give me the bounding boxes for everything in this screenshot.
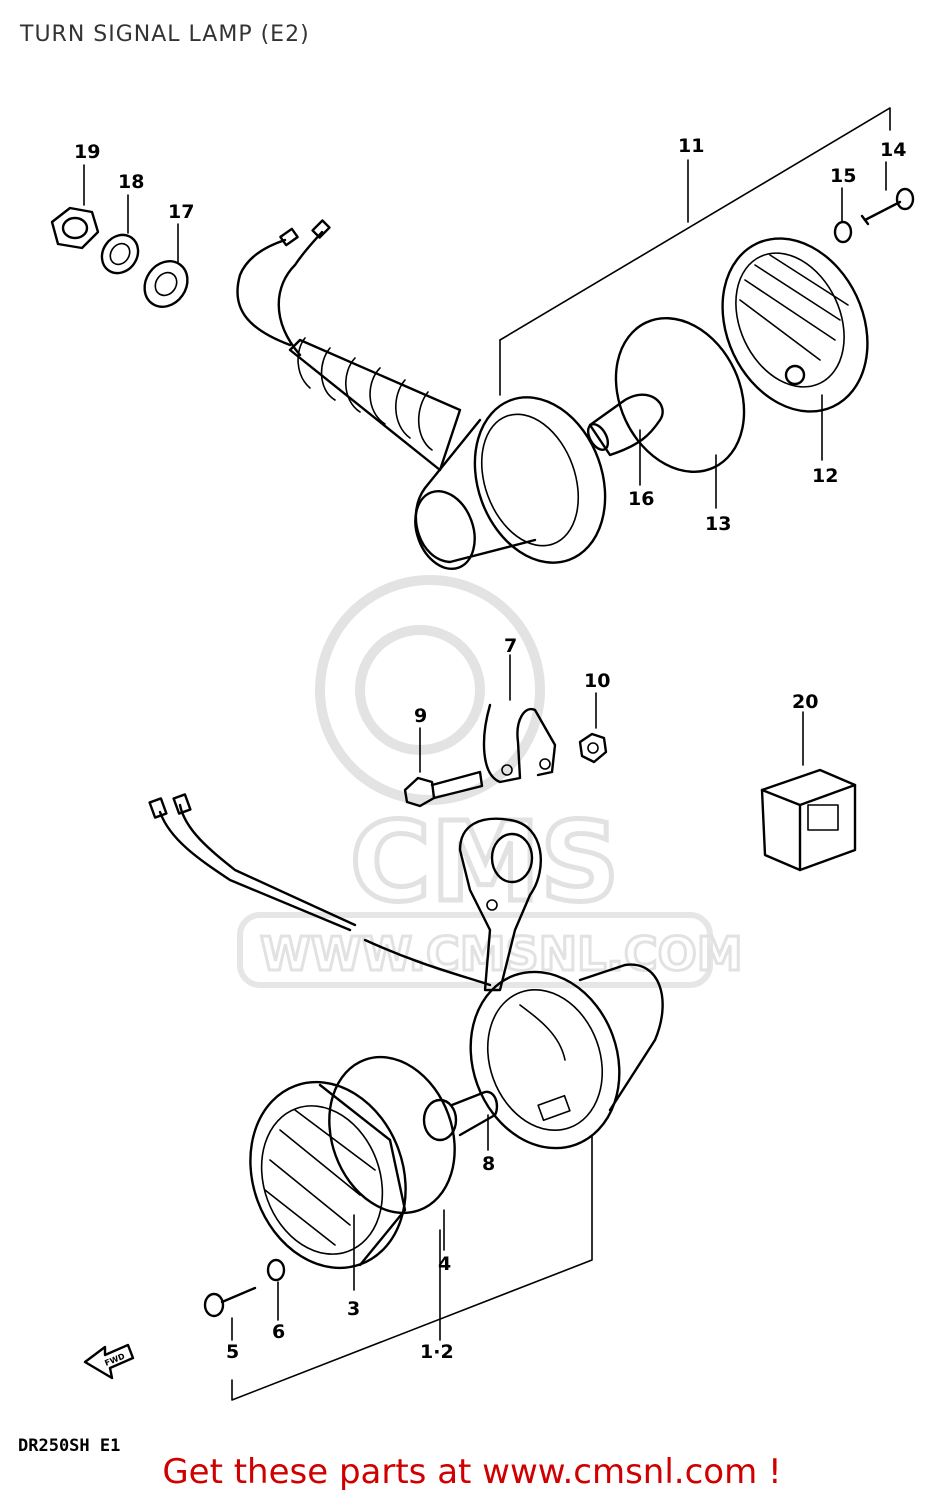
nut-10-drawing: [578, 692, 608, 764]
part-label-3: 3: [347, 1298, 360, 1320]
part-label-8: 8: [482, 1153, 495, 1175]
nut-15-drawing: [833, 220, 853, 244]
part-label-18: 18: [118, 171, 144, 193]
gasket-13-drawing: [614, 316, 746, 474]
part-label-17: 17: [168, 201, 194, 223]
watermark-url: WWW.CMSNL.COM: [260, 927, 743, 981]
part-label-11: 11: [678, 135, 704, 157]
screw-14-drawing: [860, 187, 915, 226]
upper-leader-lines: [83, 107, 891, 509]
lens-12-drawing: [721, 237, 869, 413]
part-label-15: 15: [830, 165, 856, 187]
upper-housing-drawing: [414, 396, 607, 570]
relay-20-drawing: [760, 711, 857, 872]
part-label-20: 20: [792, 691, 818, 713]
watermark: CMS WWW.CMSNL.COM: [237, 575, 744, 988]
washer-17-drawing: [143, 260, 189, 308]
washer-6-drawing: [266, 1258, 286, 1321]
part-labels: 11 14 15 19 18 17 12 13 16 7 10 9 20 8 4…: [74, 135, 906, 1363]
part-label-7: 7: [504, 635, 517, 657]
lower-leader-lines: [231, 1134, 593, 1401]
model-code: DR250SH E1: [18, 1436, 121, 1456]
part-label-9: 9: [414, 705, 427, 727]
bulb-8-drawing: [422, 1090, 499, 1151]
part-label-12: 12: [812, 465, 838, 487]
screw-5-drawing: [203, 1286, 257, 1341]
lower-bracket-drawing: [458, 817, 542, 992]
lens-3-drawing: [249, 1080, 407, 1291]
lower-wires-drawing: [148, 793, 492, 987]
clamp-7-drawing: [482, 654, 557, 784]
part-label-1-2: 1·2: [420, 1341, 454, 1363]
part-label-14: 14: [880, 139, 906, 161]
bulb-16-drawing: [586, 393, 664, 457]
washer-18-drawing: [100, 233, 140, 275]
part-label-13: 13: [705, 513, 731, 535]
upper-stalk-drawing: [288, 337, 462, 472]
part-label-5: 5: [226, 1341, 239, 1363]
part-label-6: 6: [272, 1321, 285, 1343]
forward-arrow-icon: FWD: [83, 1343, 135, 1380]
footer-link[interactable]: Get these parts at www.cmsnl.com !: [162, 1452, 782, 1492]
nut-19-drawing: [50, 206, 100, 250]
part-label-10: 10: [584, 670, 610, 692]
gasket-4-drawing: [328, 1055, 456, 1215]
bolt-9-drawing: [403, 727, 484, 808]
upper-wires-drawing: [236, 219, 331, 357]
lower-housing-drawing: [469, 963, 664, 1150]
watermark-logo: CMS: [350, 798, 619, 926]
part-label-4: 4: [438, 1253, 451, 1275]
page-title: TURN SIGNAL LAMP (E2): [20, 22, 310, 47]
part-label-16: 16: [628, 488, 654, 510]
part-label-19: 19: [74, 141, 100, 163]
